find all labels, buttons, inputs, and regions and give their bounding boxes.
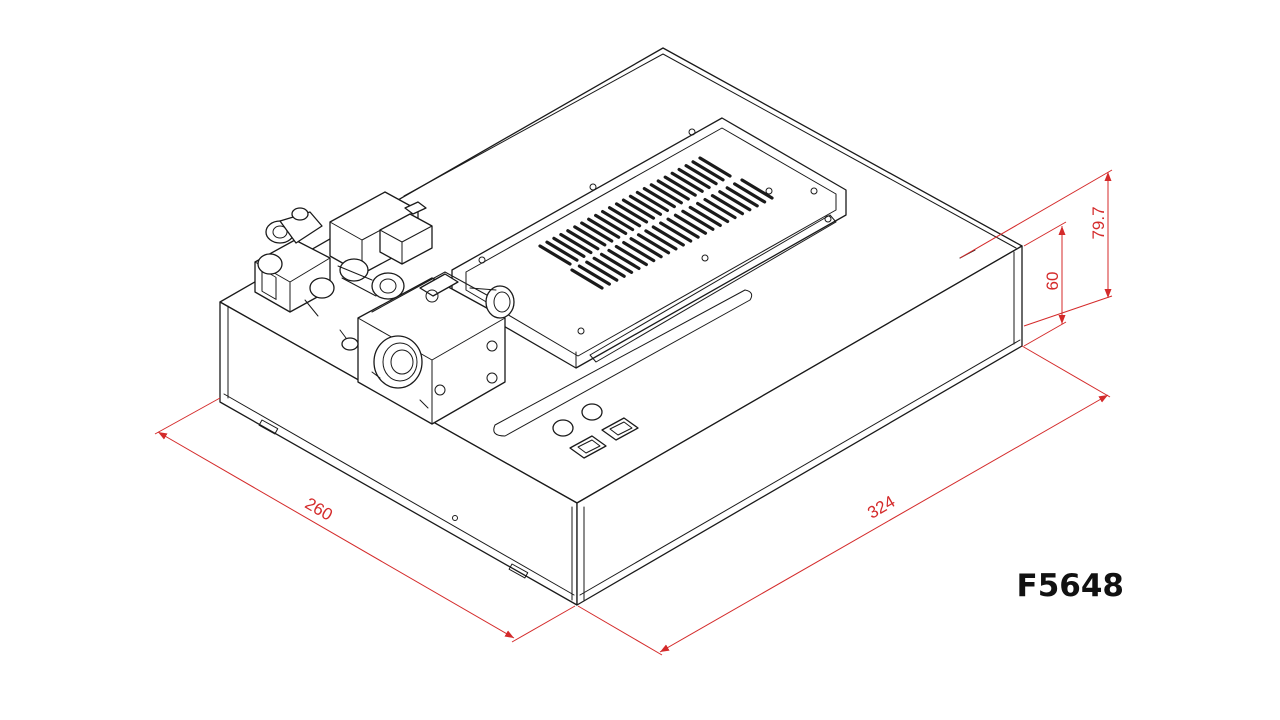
vent-slot: [545, 240, 579, 262]
vent-slot: [659, 221, 693, 243]
valve-assembly: [254, 191, 433, 351]
vent-slot: [607, 248, 641, 271]
vent-plate: [451, 117, 847, 369]
push-button: [569, 435, 607, 459]
vent-slot: [684, 164, 718, 186]
vent-slot: [258, 419, 279, 435]
vent-slot: [666, 217, 700, 239]
vent-slot: [587, 217, 621, 239]
control-buttons: [552, 403, 639, 459]
guide-rails: [493, 214, 837, 437]
vent-slot: [670, 171, 704, 193]
vent-slot: [577, 264, 611, 286]
vent-slot: [651, 225, 685, 247]
vent-slot: [644, 229, 678, 251]
dim-label-total-height: 79.7: [1089, 206, 1108, 239]
push-button: [601, 417, 639, 441]
dim-label-base-height: 60: [1043, 272, 1062, 291]
vent-slot: [566, 229, 600, 251]
vent-slot: [585, 260, 619, 282]
vent-slot: [580, 221, 614, 243]
vent-slot: [740, 178, 774, 200]
vent-slot: [656, 179, 690, 201]
optics-block: [357, 271, 515, 425]
vent-slot: [570, 268, 604, 290]
vent-slot: [607, 206, 642, 228]
vent-slot: [559, 232, 593, 255]
vent-slot: [573, 225, 607, 247]
dim-line-width: [157, 431, 515, 639]
model-number: F5648: [1017, 568, 1124, 604]
dim-label-width: 260: [302, 494, 336, 525]
vent-slot: [635, 190, 669, 213]
vent-slot: [614, 244, 648, 267]
vent-slots: [538, 156, 774, 290]
vent-slot: [592, 256, 626, 278]
vent-slot: [628, 194, 663, 216]
vent-slot: [594, 213, 628, 235]
vent-slot: [718, 190, 752, 212]
vent-slot: [663, 175, 697, 197]
vent-slot: [601, 209, 635, 232]
vent-slot: [538, 244, 572, 266]
vent-slot: [681, 209, 715, 231]
vent-slot: [599, 252, 634, 274]
vent-slot: [733, 182, 767, 204]
vent-slot: [622, 241, 656, 263]
vent-slot: [649, 183, 683, 205]
vent-slot: [688, 205, 722, 227]
vent-slot: [696, 201, 730, 224]
dimension-lines: 260 324 60 79.7: [154, 169, 1113, 656]
vent-slot: [710, 194, 745, 216]
vent-slot: [642, 187, 676, 209]
vent-slot: [621, 198, 656, 220]
vent-slot: [677, 167, 711, 190]
vent-slot: [636, 233, 671, 255]
vent-slot: [552, 236, 586, 258]
dim-line-length: [659, 394, 1109, 653]
vent-slot: [691, 160, 725, 182]
indicator-led: [552, 419, 574, 437]
indicator-led: [581, 403, 603, 421]
vent-slot: [725, 186, 759, 208]
lens: [373, 335, 423, 389]
vent-slot: [703, 197, 737, 220]
vent-slot: [629, 237, 663, 259]
vent-slot: [614, 202, 649, 224]
vent-slot: [673, 213, 708, 235]
vent-slot: [698, 156, 732, 178]
